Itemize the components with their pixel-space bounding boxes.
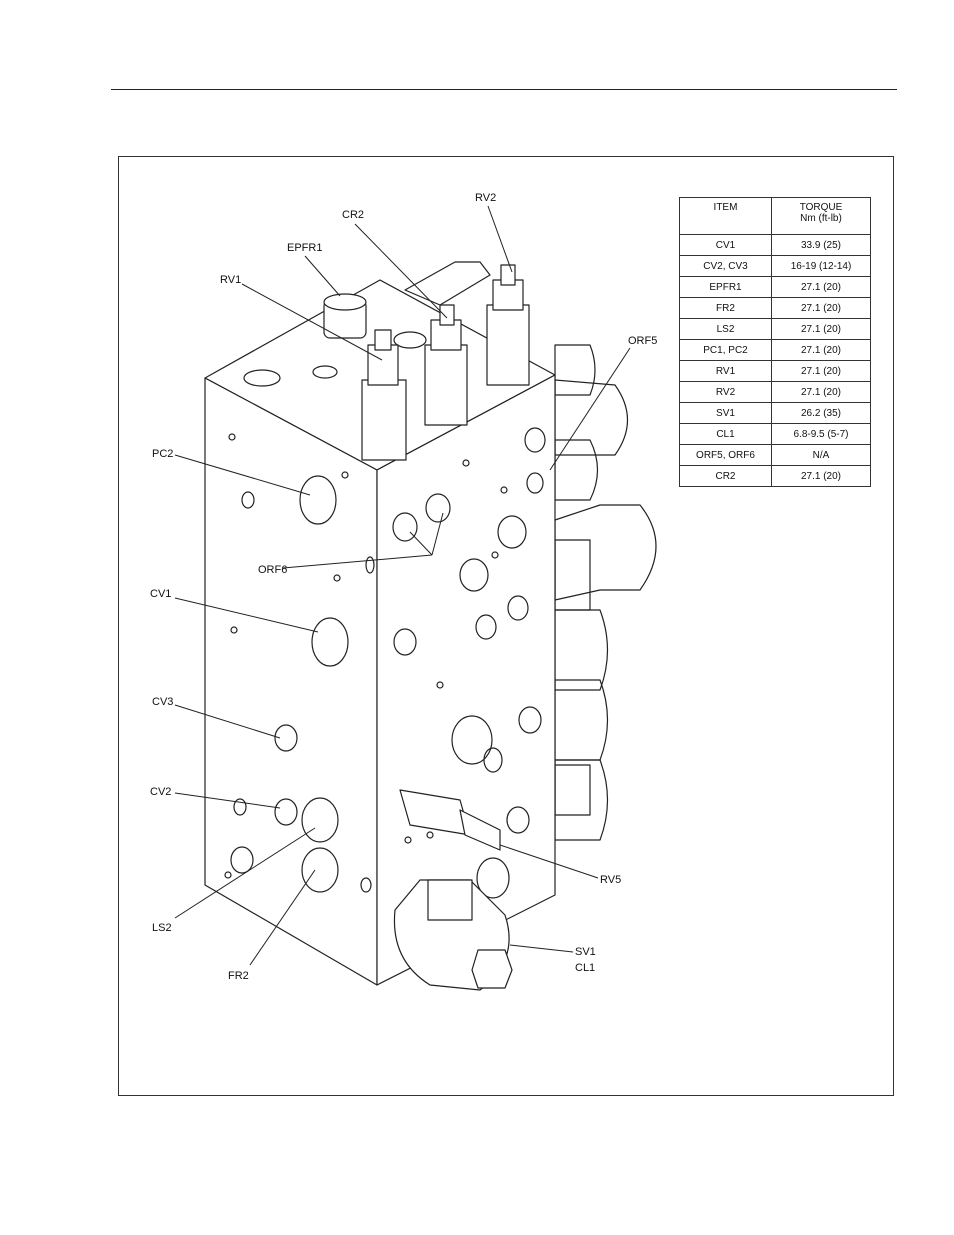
label-fr2: FR2 xyxy=(228,970,249,982)
label-cv3: CV3 xyxy=(152,696,173,708)
label-cr2: CR2 xyxy=(342,209,364,221)
header-item: ITEM xyxy=(680,198,772,235)
label-sv1: SV1 xyxy=(575,946,596,958)
label-ls2: LS2 xyxy=(152,922,172,934)
label-cv2: CV2 xyxy=(150,786,171,798)
label-cl1: CL1 xyxy=(575,962,595,974)
label-rv1: RV1 xyxy=(220,274,241,286)
solenoid-coil-stack xyxy=(555,345,656,840)
label-epfr1: EPFR1 xyxy=(287,242,322,254)
label-orf6: ORF6 xyxy=(258,564,287,576)
label-orf5: ORF5 xyxy=(628,335,657,347)
label-cv1: CV1 xyxy=(150,588,171,600)
label-rv2: RV2 xyxy=(475,192,496,204)
label-pc2: PC2 xyxy=(152,448,173,460)
label-rv5: RV5 xyxy=(600,874,621,886)
